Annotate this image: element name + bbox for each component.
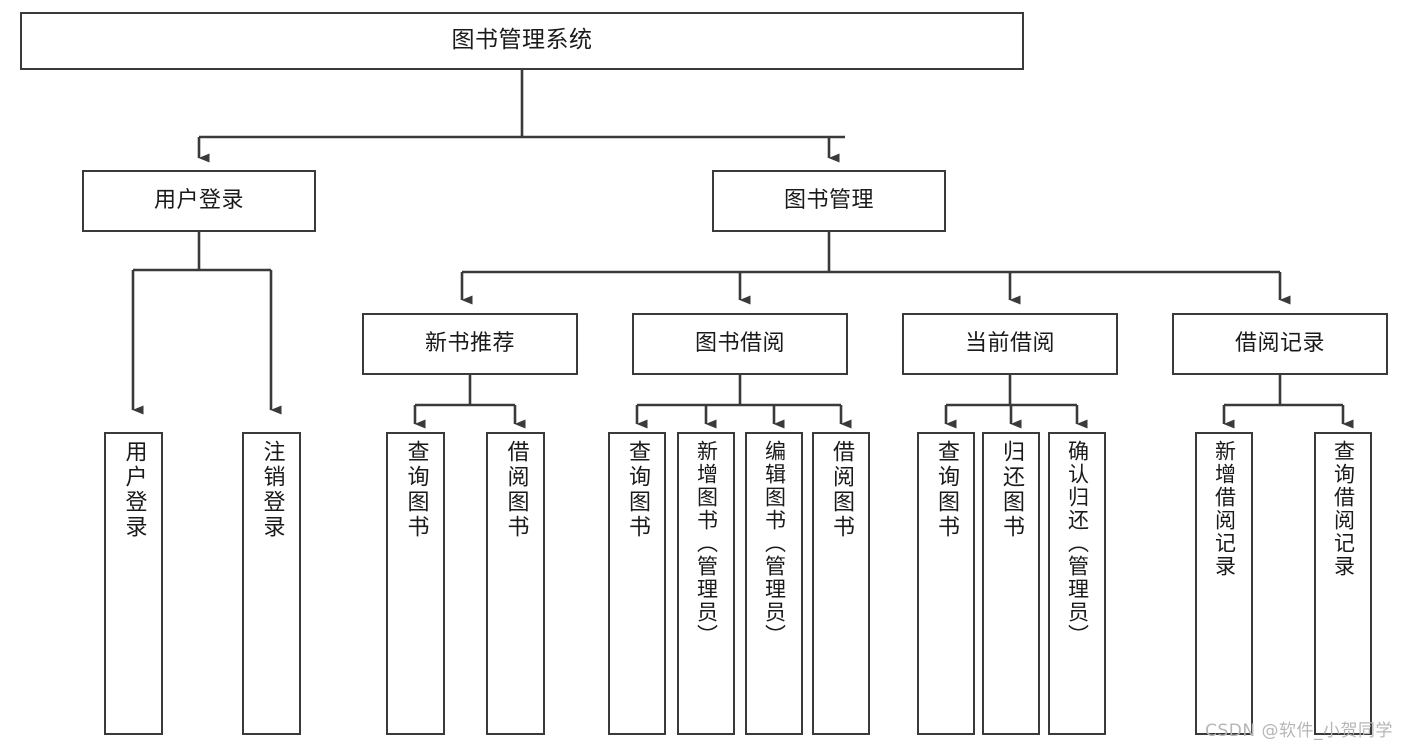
node-label: 查询借阅记录 <box>1331 440 1356 578</box>
node-label: 当前借阅 <box>964 331 1055 357</box>
node-label: 查询图书 <box>403 440 429 540</box>
node-label: 查询图书 <box>934 440 959 540</box>
node-leaf-borrow-book-2[interactable]: 借阅图书 <box>812 432 870 735</box>
node-leaf-add-book[interactable]: 新增图书（管理员） <box>677 432 735 735</box>
node-leaf-user-login[interactable]: 用户登录 <box>104 432 163 735</box>
node-label: 借阅记录 <box>1234 331 1325 357</box>
node-label: 图书借阅 <box>694 331 785 357</box>
node-label: 用户登录 <box>121 440 147 540</box>
node-leaf-query-book-1[interactable]: 查询图书 <box>386 432 445 735</box>
node-current-borrow[interactable]: 当前借阅 <box>902 313 1118 375</box>
node-label: 查询图书 <box>625 440 650 540</box>
node-leaf-edit-book[interactable]: 编辑图书（管理员） <box>745 432 803 735</box>
node-leaf-confirm-return[interactable]: 确认归还（管理员） <box>1048 432 1106 735</box>
node-label: 确认归还（管理员） <box>1065 440 1090 647</box>
node-label: 编辑图书（管理员） <box>762 440 787 647</box>
node-label: 归还图书 <box>999 440 1024 540</box>
node-label: 用户登录 <box>153 188 244 214</box>
node-leaf-query-book-3[interactable]: 查询图书 <box>917 432 975 735</box>
node-label: 借阅图书 <box>829 440 854 540</box>
node-leaf-query-record[interactable]: 查询借阅记录 <box>1314 432 1372 735</box>
node-book-borrow[interactable]: 图书借阅 <box>632 313 848 375</box>
node-label: 图书管理系统 <box>451 27 593 54</box>
node-new-book-recommend[interactable]: 新书推荐 <box>362 313 578 375</box>
node-leaf-return-book[interactable]: 归还图书 <box>982 432 1040 735</box>
node-book-management[interactable]: 图书管理 <box>712 170 946 232</box>
node-leaf-query-book-2[interactable]: 查询图书 <box>608 432 666 735</box>
node-user-login[interactable]: 用户登录 <box>82 170 316 232</box>
csdn-watermark: CSDN @软件_小贺同学 <box>1205 721 1393 741</box>
node-borrow-record[interactable]: 借阅记录 <box>1172 313 1388 375</box>
node-leaf-logout[interactable]: 注销登录 <box>242 432 301 735</box>
node-leaf-add-record[interactable]: 新增借阅记录 <box>1195 432 1253 735</box>
node-label: 图书管理 <box>783 188 874 214</box>
node-root-system[interactable]: 图书管理系统 <box>20 12 1024 70</box>
node-label: 新增图书（管理员） <box>694 440 719 647</box>
node-label: 新书推荐 <box>424 331 515 357</box>
node-label: 借阅图书 <box>503 440 529 540</box>
node-label: 新增借阅记录 <box>1212 440 1237 578</box>
node-leaf-borrow-book-1[interactable]: 借阅图书 <box>486 432 545 735</box>
node-label: 注销登录 <box>259 440 285 540</box>
